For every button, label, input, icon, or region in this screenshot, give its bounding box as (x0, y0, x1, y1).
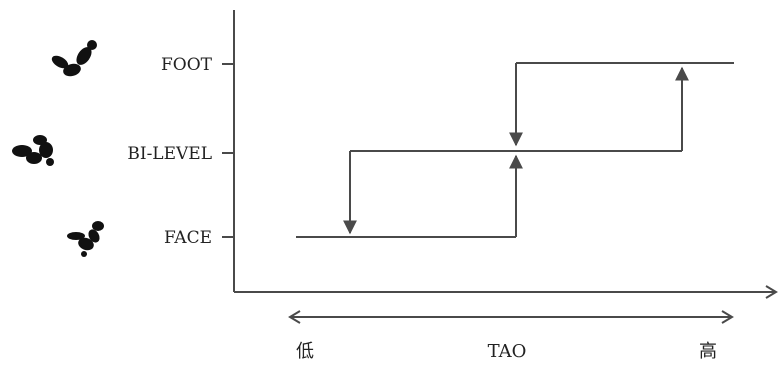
foot-airflow-icon (51, 40, 97, 77)
foot-label: FOOT (161, 55, 213, 75)
bilevel-airflow-icon (12, 135, 54, 166)
axes (222, 10, 778, 299)
high-label: 高 (699, 341, 717, 362)
face-label: FACE (164, 228, 212, 248)
bilevel-label: BI-LEVEL (127, 144, 212, 164)
tao-label: TAO (488, 341, 527, 362)
x-axis-arrowhead (765, 285, 778, 299)
tao-range-arrow (288, 310, 734, 324)
face-airflow-icon (67, 221, 104, 257)
low-label: 低 (296, 341, 314, 362)
hysteresis-lines (296, 62, 734, 238)
